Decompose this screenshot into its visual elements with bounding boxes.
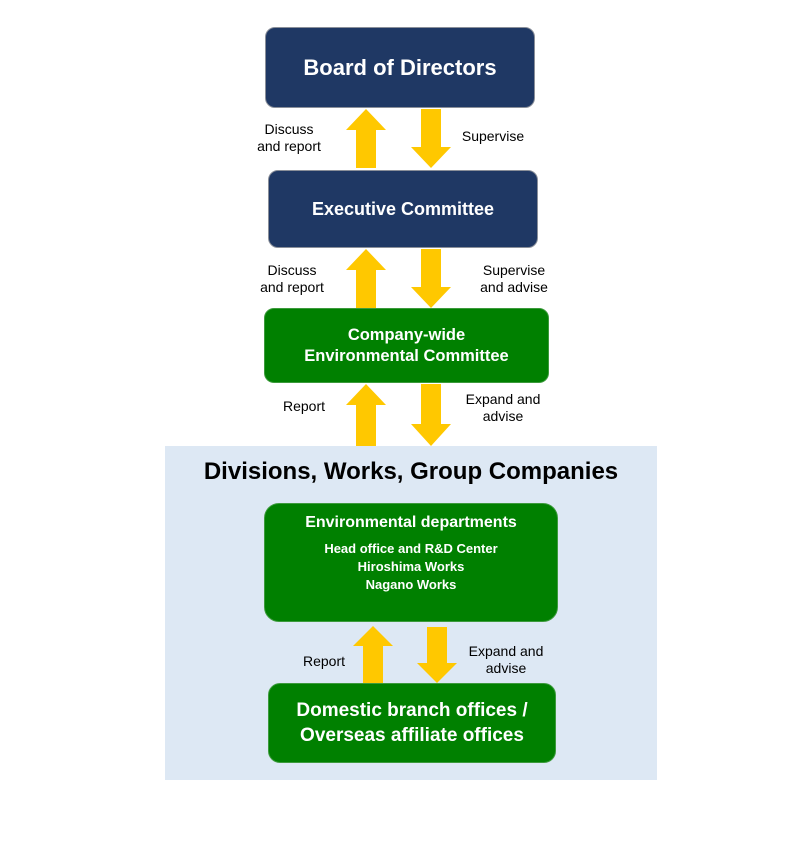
label-report-2: Report: [302, 653, 346, 669]
executive-committee-box: Executive Committee: [268, 170, 538, 248]
divisions-heading: Divisions, Works, Group Companies: [203, 458, 619, 485]
board-of-directors-box: Board of Directors: [265, 27, 535, 108]
cwec-label-line-2: Environmental Committee: [304, 346, 509, 365]
branch-label-line-2: Overseas affiliate offices: [300, 725, 524, 746]
label-supervise: Supervise: [461, 128, 525, 144]
board-label: Board of Directors: [303, 54, 497, 80]
arrow-down-supervise-advise: [411, 249, 451, 308]
branch-label-line-1: Domestic branch offices /: [296, 700, 528, 721]
env-dept-item: Nagano Works: [365, 577, 457, 592]
label-supervise-advise: Supervise and advise: [480, 262, 548, 295]
env-departments-title: Environmental departments: [305, 514, 517, 531]
arrow-up-report-2: [353, 626, 393, 683]
env-dept-item: Head office and R&D Center: [324, 541, 498, 556]
arrow-up-discuss-report-1: [346, 109, 386, 168]
company-wide-environmental-committee-box: Company-wide Environmental Committee: [264, 308, 549, 383]
env-dept-item: Hiroshima Works: [357, 559, 465, 574]
arrow-up-discuss-report-2: [346, 249, 386, 308]
environmental-departments-box: Environmental departments Head office an…: [264, 503, 558, 622]
cwec-label-line-1: Company-wide: [347, 325, 466, 344]
arrow-down-expand-advise-2: [417, 627, 457, 683]
arrow-down-expand-advise-1: [411, 384, 451, 446]
arrow-up-report-1: [346, 384, 386, 446]
arrow-down-supervise: [411, 109, 451, 168]
label-expand-advise-2: Expand and advise: [468, 643, 544, 676]
label-report-1: Report: [282, 398, 326, 414]
label-discuss-report-2: Discuss and report: [260, 262, 324, 295]
label-discuss-report-1: Discuss and report: [257, 121, 321, 154]
label-expand-advise-1: Expand and advise: [465, 391, 541, 424]
executive-label: Executive Committee: [311, 198, 495, 219]
branch-offices-box: Domestic branch offices / Overseas affil…: [268, 683, 556, 763]
